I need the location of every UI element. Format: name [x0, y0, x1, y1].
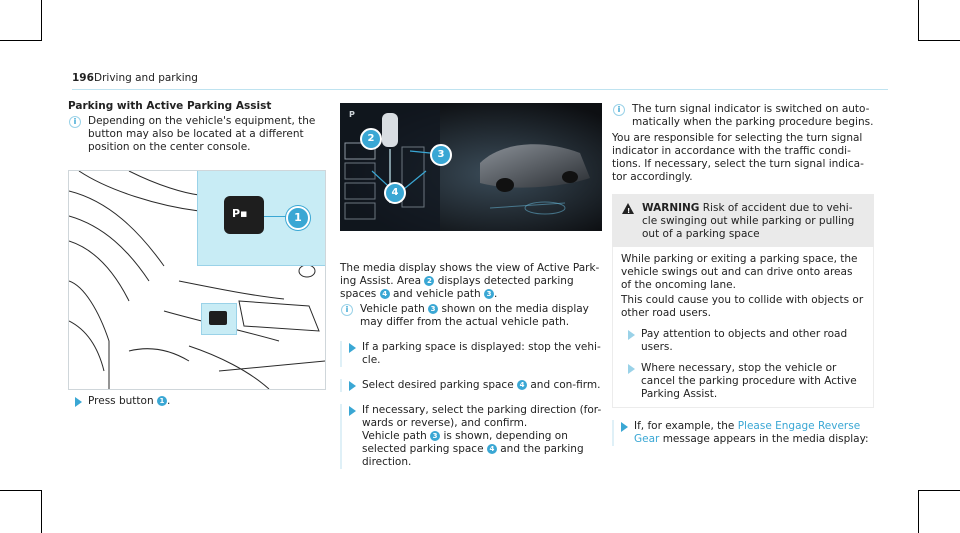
- parking-button: [224, 196, 264, 234]
- arrow-icon: [349, 381, 356, 391]
- step-text: If, for example, the: [634, 420, 735, 432]
- arrow-icon: [349, 406, 356, 416]
- info-note: i Depending on the vehicle's equipment, …: [68, 115, 324, 154]
- number-badge: 1: [156, 396, 167, 406]
- crop-mark: [918, 490, 919, 533]
- crop-mark: [918, 40, 960, 41]
- text: The media display shows the view of Acti…: [340, 262, 600, 287]
- crop-mark: [41, 490, 42, 533]
- step-text-end: .: [166, 395, 171, 407]
- text: shown on the media display may differ fr…: [360, 303, 589, 328]
- crop-mark: [0, 490, 42, 491]
- console-figure: P▪ 1: [68, 170, 326, 390]
- arrow-icon: [75, 397, 82, 407]
- number-badge: 3: [428, 304, 439, 314]
- number-badge: 4: [486, 444, 497, 454]
- parking-icon: P▪: [232, 207, 248, 220]
- step-text: Vehicle path: [362, 430, 427, 442]
- column-left: Parking with Active Parking Assist i Dep…: [68, 100, 324, 154]
- warning-body: While parking or exiting a parking space…: [612, 247, 874, 408]
- warning-label: WARNING: [642, 202, 700, 214]
- number-badge: 4: [517, 380, 528, 390]
- step-text: Press button: [88, 395, 154, 407]
- screen-p-label: P: [349, 110, 355, 119]
- step: Select desired parking space 4 and con-f…: [340, 379, 602, 392]
- info-icon: i: [613, 104, 625, 116]
- header-rule: [72, 89, 888, 90]
- crop-mark: [918, 0, 919, 40]
- warning-icon: !: [622, 203, 634, 215]
- info-note: i The turn signal indicator is switched …: [612, 103, 874, 129]
- column-left-step: Press button 1.: [68, 395, 324, 408]
- step-text: Where necessary, stop the vehicle or can…: [641, 362, 857, 400]
- callout-3: 3: [430, 144, 452, 166]
- step-text: Pay attention to objects and other road …: [641, 328, 848, 353]
- crop-mark: [0, 40, 42, 41]
- callout-4: 4: [384, 182, 406, 204]
- warning-text: While parking or exiting a parking space…: [621, 253, 858, 291]
- step-text: and con-firm.: [530, 379, 601, 391]
- callout-line: [264, 216, 286, 217]
- crop-mark: [918, 490, 960, 491]
- column-middle: The media display shows the view of Acti…: [340, 262, 602, 469]
- step: Press button 1.: [68, 395, 324, 408]
- step: If necessary, select the parking directi…: [340, 404, 602, 469]
- step: If, for example, the Please Engage Rever…: [612, 420, 874, 446]
- step-text: Select desired parking space: [362, 379, 514, 391]
- info-icon: i: [341, 304, 353, 316]
- page-header: 196 Driving and parking: [72, 72, 888, 90]
- warning-header: ! WARNING Risk of accident due to vehi-c…: [612, 194, 874, 247]
- console-button: [209, 311, 227, 325]
- column-right: i The turn signal indicator is switched …: [612, 103, 874, 446]
- step-text: message appears in the media display:: [662, 433, 869, 445]
- info-icon: i: [69, 116, 81, 128]
- warning-box: ! WARNING Risk of accident due to vehi-c…: [612, 194, 874, 408]
- warning-text: This could cause you to collide with obj…: [621, 294, 864, 319]
- number-badge: 2: [424, 276, 435, 286]
- step-text: If a parking space is displayed: stop th…: [362, 341, 601, 366]
- step: Pay attention to objects and other road …: [621, 328, 865, 354]
- paragraph: The media display shows the view of Acti…: [340, 262, 602, 301]
- step-text: is shown, depending on selected parking …: [362, 430, 568, 455]
- section-heading: Parking with Active Parking Assist: [68, 100, 272, 112]
- step-text: If necessary, select the parking directi…: [362, 404, 602, 429]
- arrow-icon: [628, 364, 635, 374]
- message-link[interactable]: Please Engage Reverse Gear: [634, 420, 861, 445]
- step-text: and the parking direction.: [362, 443, 584, 468]
- arrow-icon: [349, 343, 356, 353]
- text: .: [494, 288, 498, 300]
- number-badge: 4: [379, 289, 390, 299]
- info-text: The turn signal indicator is switched on…: [632, 103, 874, 128]
- display-render: [340, 103, 602, 231]
- number-badge: 3: [484, 289, 495, 299]
- crop-mark: [41, 0, 42, 40]
- section-title: Driving and parking: [94, 72, 198, 84]
- number-badge: 3: [430, 431, 441, 441]
- media-display-figure: P 2 3 4: [340, 103, 602, 231]
- page-number: 196: [72, 72, 94, 84]
- callout-2: 2: [360, 128, 382, 150]
- arrow-icon: [628, 330, 635, 340]
- arrow-icon: [621, 422, 628, 432]
- text: displays detected parking spaces: [340, 275, 574, 300]
- step: Where necessary, stop the vehicle or can…: [621, 362, 865, 401]
- warning-title: Risk of accident due to vehi-cle swingin…: [642, 202, 855, 240]
- paragraph: You are responsible for selecting the tu…: [612, 132, 864, 183]
- text: Vehicle path: [360, 303, 425, 315]
- info-text: Depending on the vehicle's equipment, th…: [88, 115, 316, 153]
- step: If a parking space is displayed: stop th…: [340, 341, 602, 367]
- info-note: i Vehicle path 3 shown on the media disp…: [340, 303, 602, 329]
- callout-1: 1: [286, 206, 310, 230]
- text: and vehicle path: [392, 288, 481, 300]
